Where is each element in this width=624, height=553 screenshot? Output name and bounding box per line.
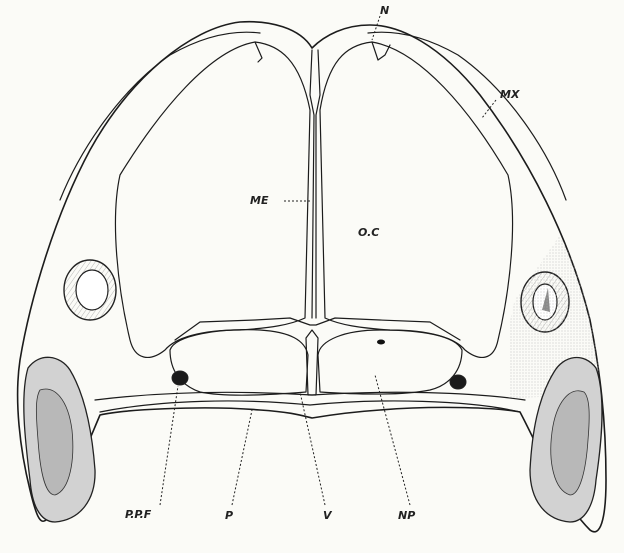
mesethmoid-septum xyxy=(310,50,320,318)
leader-v xyxy=(300,392,325,505)
label-v: V xyxy=(323,509,333,522)
nasal-suture-left xyxy=(255,42,262,62)
label-ppf: P.P.F xyxy=(125,508,152,521)
label-oc: O.C xyxy=(358,226,379,239)
inner-cavity-left xyxy=(115,42,310,357)
palatine-chamber-left xyxy=(170,330,308,396)
palate-plate xyxy=(100,401,520,412)
inner-cavity-right xyxy=(320,42,513,357)
left-orbit-foramen xyxy=(64,260,116,320)
label-me: ME xyxy=(250,194,269,207)
nasopharyngeal-chamber-right xyxy=(318,330,462,394)
label-mx: MX xyxy=(500,88,520,101)
leader-p xyxy=(232,410,252,505)
np-dot xyxy=(377,340,385,345)
ppf-foramen-right xyxy=(450,375,466,389)
label-n: N xyxy=(380,4,389,17)
label-p: P xyxy=(225,509,233,522)
leader-mx xyxy=(482,100,496,118)
ppf-foramen-left xyxy=(172,371,188,385)
leader-n xyxy=(372,16,380,40)
palate-plate-lower xyxy=(95,392,525,400)
label-np: NP xyxy=(398,509,415,522)
